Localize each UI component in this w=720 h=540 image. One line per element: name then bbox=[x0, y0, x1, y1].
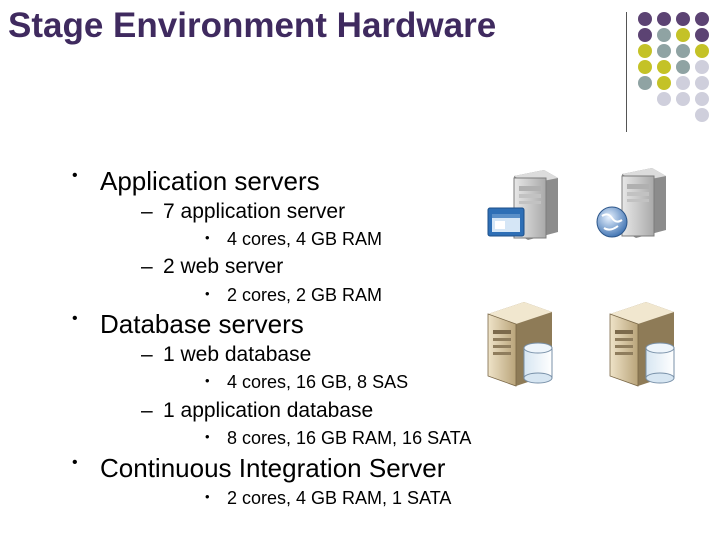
bullet-text: Application servers bbox=[100, 166, 320, 196]
bullet-web-server-spec: • 2 cores, 2 GB RAM bbox=[205, 285, 383, 306]
bullet-text: 4 cores, 16 GB, 8 SAS bbox=[227, 372, 409, 392]
divider-line bbox=[626, 12, 627, 132]
decorative-dot bbox=[695, 28, 709, 42]
web-server-icon bbox=[596, 168, 666, 238]
decorative-dot bbox=[695, 60, 709, 74]
decorative-dot bbox=[638, 44, 652, 58]
page-title: Stage Environment Hardware bbox=[8, 6, 497, 45]
bullet-marker: • bbox=[205, 286, 210, 301]
decorative-dot bbox=[695, 108, 709, 122]
bullet-text: 1 web database bbox=[163, 343, 312, 366]
bullet-database-servers: • Database servers bbox=[72, 309, 304, 340]
decorative-dot bbox=[676, 28, 690, 42]
bullet-text: Continuous Integration Server bbox=[100, 453, 446, 483]
decorative-dot bbox=[638, 76, 652, 90]
bullet-marker: – bbox=[141, 255, 153, 278]
bullet-marker: – bbox=[141, 200, 153, 223]
decorative-dot bbox=[676, 92, 690, 106]
bullet-marker: • bbox=[72, 167, 78, 184]
decorative-dot bbox=[676, 76, 690, 90]
bullet-text: 2 cores, 4 GB RAM, 1 SATA bbox=[227, 488, 452, 508]
database-server-icon bbox=[609, 302, 675, 387]
decorative-dot-grid bbox=[636, 10, 720, 122]
bullet-text: 8 cores, 16 GB RAM, 16 SATA bbox=[227, 428, 472, 448]
bullet-text: 2 web server bbox=[163, 255, 284, 278]
bullet-application-database: – 1 application database bbox=[141, 399, 374, 423]
decorative-dot bbox=[638, 28, 652, 42]
bullet-text: 2 cores, 2 GB RAM bbox=[227, 285, 383, 305]
decorative-dot bbox=[695, 92, 709, 106]
bullet-marker: • bbox=[72, 454, 78, 471]
bullet-marker: • bbox=[72, 310, 78, 327]
decorative-dot bbox=[657, 44, 671, 58]
bullet-marker: • bbox=[205, 489, 210, 504]
decorative-dot bbox=[657, 92, 671, 106]
decorative-dot bbox=[695, 76, 709, 90]
bullet-app-server-spec: • 4 cores, 4 GB RAM bbox=[205, 229, 383, 250]
decorative-dot bbox=[657, 76, 671, 90]
bullet-text: Database servers bbox=[100, 309, 304, 339]
decorative-dot bbox=[695, 12, 709, 26]
decorative-dot bbox=[676, 12, 690, 26]
bullet-app-server-count: – 7 application server bbox=[141, 200, 346, 224]
bullet-marker: • bbox=[205, 429, 210, 444]
bullet-ci-server: • Continuous Integration Server bbox=[72, 453, 446, 484]
decorative-dot bbox=[638, 12, 652, 26]
bullet-text: 4 cores, 4 GB RAM bbox=[227, 229, 383, 249]
decorative-dot bbox=[657, 60, 671, 74]
bullet-text: 7 application server bbox=[163, 200, 346, 223]
decorative-dot bbox=[657, 28, 671, 42]
bullet-marker: • bbox=[205, 230, 210, 245]
decorative-dot bbox=[657, 12, 671, 26]
bullet-application-servers: • Application servers bbox=[72, 166, 320, 197]
bullet-application-database-spec: • 8 cores, 16 GB RAM, 16 SATA bbox=[205, 428, 472, 449]
bullet-ci-server-spec: • 2 cores, 4 GB RAM, 1 SATA bbox=[205, 488, 452, 509]
bullet-web-database: – 1 web database bbox=[141, 343, 312, 367]
decorative-dot bbox=[676, 60, 690, 74]
bullet-text: 1 application database bbox=[163, 399, 374, 422]
bullet-marker: – bbox=[141, 399, 153, 422]
decorative-dot bbox=[638, 60, 652, 74]
bullet-marker: – bbox=[141, 343, 153, 366]
bullet-marker: • bbox=[205, 373, 210, 388]
decorative-dot bbox=[676, 44, 690, 58]
database-server-icon bbox=[487, 302, 553, 387]
app-server-icon bbox=[487, 170, 558, 240]
bullet-web-server-count: – 2 web server bbox=[141, 255, 284, 279]
bullet-web-database-spec: • 4 cores, 16 GB, 8 SAS bbox=[205, 372, 409, 393]
decorative-dot bbox=[695, 44, 709, 58]
